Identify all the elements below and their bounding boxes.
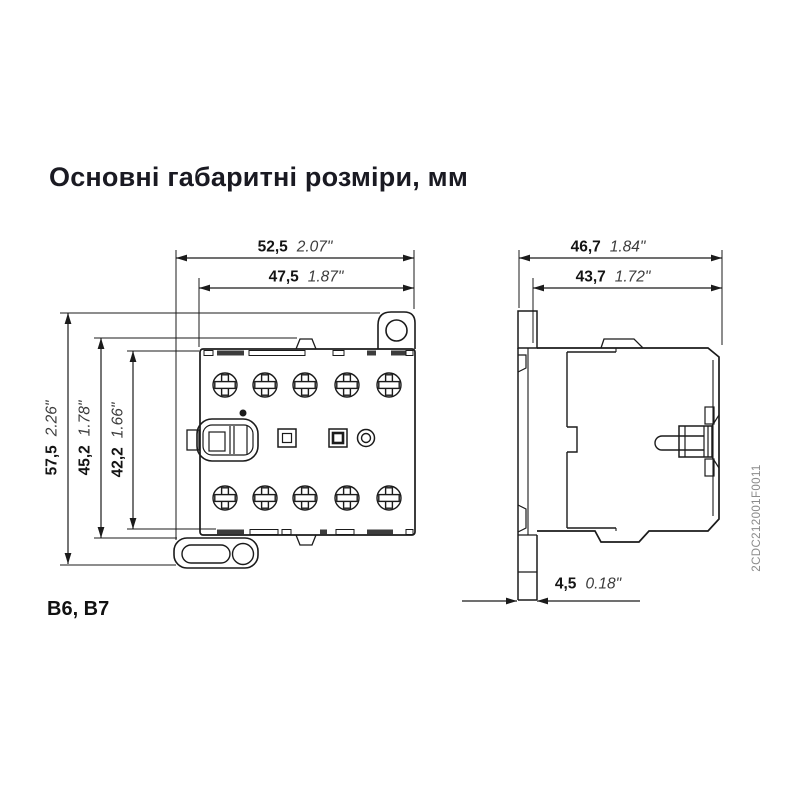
dim-height-inner-inch: 1.66" [109, 402, 127, 439]
dim-depth-outer-mm: 46,7 [570, 238, 601, 256]
page-title: Основні габаритні розміри, мм [49, 162, 469, 192]
screw-terminals [212, 372, 402, 511]
indicator-dot [239, 409, 247, 417]
dim-width-outer-mm: 52,5 [257, 238, 288, 256]
accessory-openings [277, 428, 376, 448]
document-code: 2CDC212001F0011 [751, 464, 763, 572]
din-rail-plate [517, 310, 538, 601]
latch-mechanism [186, 409, 259, 462]
model-label: B6, B7 [47, 598, 110, 620]
dim-rail-width-inch: 0.18" [585, 575, 622, 593]
dim-height-body: 45,2 1.78" [76, 400, 94, 476]
dim-height-outer-inch: 2.26" [43, 400, 61, 437]
dim-depth-outer: 46,7 1.84" [571, 239, 646, 255]
dim-depth-body: 43,7 1.72" [576, 269, 651, 285]
dim-height-body-mm: 45,2 [76, 445, 94, 476]
dim-height-outer-mm: 57,5 [43, 445, 61, 476]
dim-width-outer: 52,5 2.07" [258, 239, 333, 255]
dim-depth-body-inch: 1.72" [614, 268, 651, 286]
front-dimension-arrows [64, 254, 414, 564]
dim-depth-outer-inch: 1.84" [609, 238, 646, 256]
dim-height-inner-mm: 42,2 [109, 447, 127, 478]
side-dimension-arrows [506, 254, 722, 605]
front-dimension-lines [67, 257, 414, 564]
dim-height-outer: 57,5 2.26" [43, 400, 61, 476]
terminal-strips [203, 350, 414, 535]
dim-width-body-mm: 47,5 [268, 268, 299, 286]
dim-rail-width: 4,5 0.18" [555, 576, 621, 592]
dim-width-body-inch: 1.87" [307, 268, 344, 286]
dim-depth-body-mm: 43,7 [575, 268, 606, 286]
dim-height-inner: 42,2 1.66" [109, 402, 127, 478]
dim-height-body-inch: 1.78" [76, 400, 94, 437]
dim-rail-width-mm: 4,5 [554, 575, 577, 593]
dim-width-body: 47,5 1.87" [269, 269, 344, 285]
side-view-drawing [462, 250, 723, 605]
side-body [537, 338, 720, 543]
aux-pin [654, 425, 713, 458]
front-view-drawing [60, 250, 416, 569]
side-dimension-lines [462, 257, 722, 602]
dim-width-outer-inch: 2.07" [296, 238, 333, 256]
